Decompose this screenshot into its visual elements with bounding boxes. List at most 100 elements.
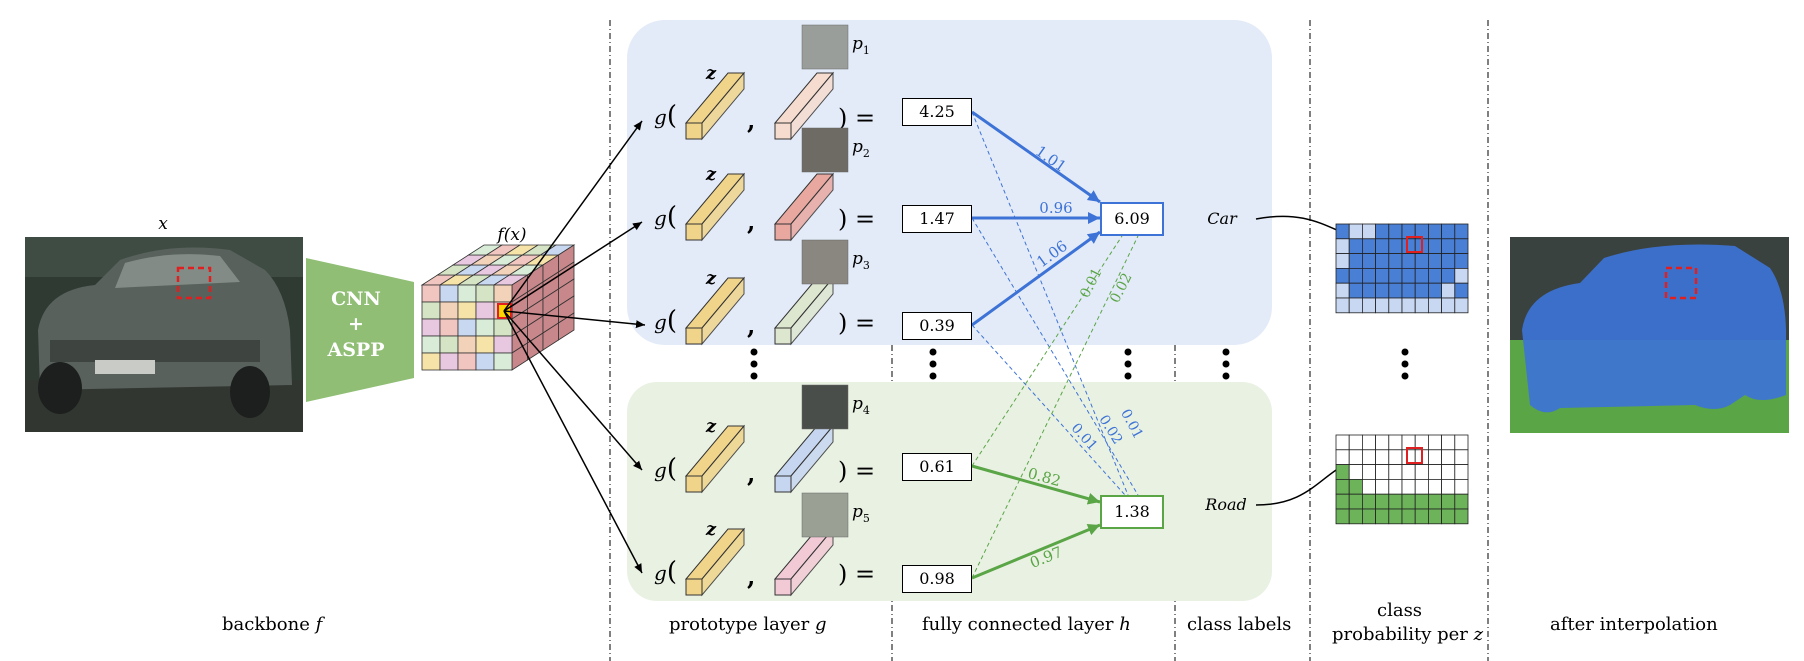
feature-cell	[439, 318, 459, 337]
probability-cell	[1414, 478, 1429, 495]
probability-cell	[1401, 508, 1416, 525]
feature-cell	[475, 352, 495, 371]
similarity-value-2: 1.47	[902, 205, 972, 233]
probability-cell	[1401, 493, 1416, 510]
z-label: z	[705, 63, 717, 84]
probability-cell	[1348, 282, 1363, 299]
section-label-class-labels: class labels	[1187, 614, 1292, 635]
probability-cell	[1348, 493, 1363, 510]
probability-cell	[1441, 449, 1456, 465]
road-score-box: 1.38	[1100, 495, 1164, 529]
probability-cell	[1348, 464, 1363, 480]
image-patch-highlight	[176, 266, 212, 300]
output-patch-highlight	[1664, 266, 1698, 300]
probability-cell	[1401, 464, 1416, 480]
probability-cell	[1335, 464, 1350, 480]
feature-cell	[421, 335, 441, 354]
z-feature-vector-front	[685, 578, 703, 596]
probability-cell	[1362, 297, 1377, 314]
car-cross-edges	[971, 111, 1139, 496]
probability-highlight-cell	[1406, 236, 1423, 253]
probability-cell	[1388, 464, 1403, 480]
feature-cell	[457, 335, 477, 354]
close-equals-label: ) =	[838, 309, 875, 337]
aspp-label: ASPP	[326, 339, 384, 361]
probability-cell	[1375, 434, 1390, 451]
probability-cell	[1454, 464, 1469, 480]
car-probability-grid	[1335, 223, 1469, 314]
feature-cell	[475, 284, 495, 303]
feature-cell	[421, 301, 441, 320]
feature-to-prototype-arrows	[503, 120, 646, 574]
prototype-vector-front	[774, 122, 792, 140]
feature-cell	[421, 284, 441, 303]
car-score-box: 6.09	[1100, 202, 1164, 236]
probability-cell	[1454, 478, 1469, 495]
probability-cell	[1414, 297, 1429, 314]
probability-cell	[1441, 464, 1456, 480]
z-label: z	[705, 416, 717, 437]
feature-cell	[457, 301, 477, 320]
probability-cell	[1428, 297, 1443, 314]
feature-cell-side	[558, 312, 575, 341]
probability-cell	[1348, 267, 1363, 284]
class-label-car: Car	[1207, 209, 1238, 228]
probability-cell	[1348, 434, 1363, 451]
close-equals-label: ) =	[838, 205, 875, 233]
probability-cell	[1401, 282, 1416, 299]
probability-cell	[1428, 508, 1443, 525]
probability-cell	[1375, 508, 1390, 525]
z-feature-vector-front	[685, 475, 703, 493]
prototype-vector-front	[774, 475, 792, 493]
probability-cell	[1375, 282, 1390, 299]
probability-cell	[1362, 282, 1377, 299]
probability-cell	[1428, 464, 1443, 480]
probability-cell	[1388, 493, 1403, 510]
probability-cell	[1362, 478, 1377, 495]
prototype-vector-front	[774, 223, 792, 241]
feature-map-label: f(x)	[495, 225, 526, 245]
probability-cell	[1414, 267, 1429, 284]
probability-cell	[1428, 449, 1443, 465]
g-function-label: g(	[654, 101, 677, 131]
probability-cell	[1441, 282, 1456, 299]
feature-cell	[475, 318, 495, 337]
probability-cell	[1348, 223, 1363, 240]
probability-cell	[1348, 478, 1363, 495]
probability-cell	[1454, 238, 1469, 255]
probability-cell	[1362, 253, 1377, 269]
z-label: z	[705, 268, 717, 289]
prototype-patch-image	[801, 492, 849, 538]
section-label-prototype: prototype layer g	[669, 614, 827, 635]
feature-cell	[493, 284, 513, 303]
comma-separator: ,	[747, 106, 755, 135]
z-feature-vector-front	[685, 327, 703, 345]
probability-cell	[1348, 253, 1363, 269]
car-class-panel	[627, 20, 1272, 345]
probability-cell	[1414, 508, 1429, 525]
prototype-row: g(z,) =p5	[654, 492, 875, 597]
feature-cell	[421, 318, 441, 337]
probability-cell	[1362, 493, 1377, 510]
comma-separator: ,	[747, 459, 755, 488]
feature-cell	[475, 335, 495, 354]
probability-cell	[1388, 238, 1403, 255]
section-label-fc: fully connected layer h	[922, 614, 1131, 635]
probability-cell	[1428, 223, 1443, 240]
feature-map-cube	[420, 244, 576, 371]
feature-cell	[457, 352, 477, 371]
probability-cell	[1428, 434, 1443, 451]
comma-separator: ,	[747, 562, 755, 591]
weight-car-2: 0.96	[1039, 199, 1072, 217]
prototype-vector-front	[774, 578, 792, 596]
ellipsis-dots	[750, 348, 1409, 380]
probability-cell	[1375, 223, 1390, 240]
image-label: x	[158, 214, 168, 234]
section-label-backbone: backbone f	[222, 614, 323, 635]
class-label-road: Road	[1204, 495, 1246, 514]
prototype-row: g(z,) =p4	[654, 384, 875, 494]
probability-cell	[1388, 267, 1403, 284]
probability-cell	[1375, 449, 1390, 465]
probability-cell	[1428, 267, 1443, 284]
